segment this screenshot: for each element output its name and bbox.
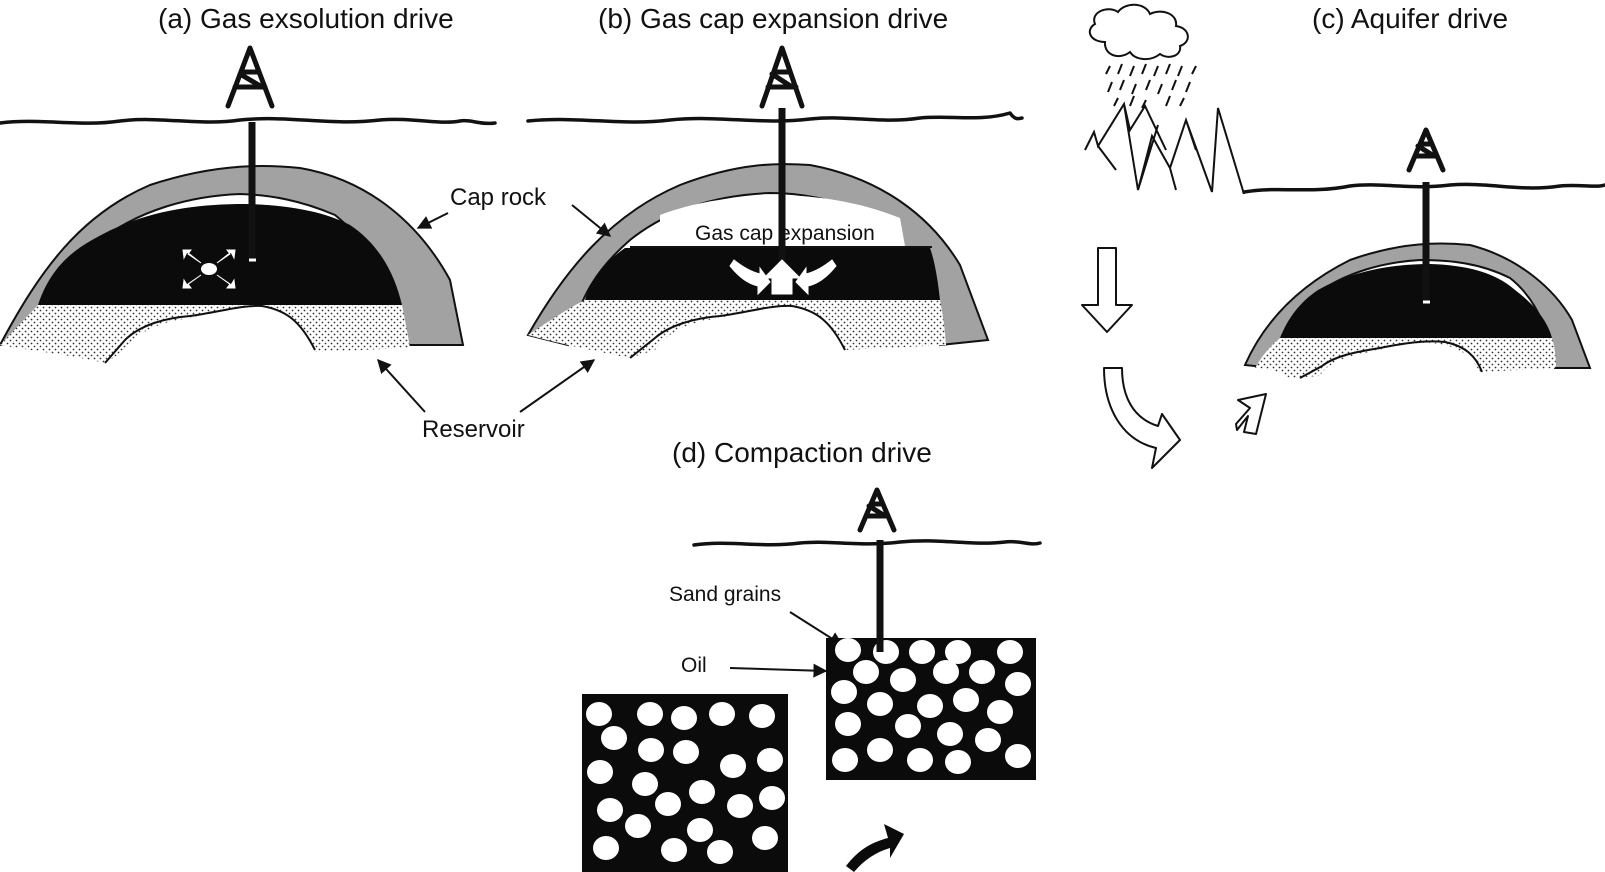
oil-zone-a: [38, 204, 402, 305]
panel-c: (c) Aquifer drive: [1081, 3, 1605, 469]
oil-callout: Oil: [681, 654, 828, 678]
derrick-icon: [857, 487, 897, 533]
gas-bubble-arrows-icon: [182, 249, 236, 289]
oil-label: Oil: [681, 654, 707, 677]
reservoir-label: Reservoir: [422, 416, 525, 443]
reservoir-b: [528, 300, 946, 358]
curved-arrow-icon: [846, 824, 904, 872]
panel-c-title: (c) Aquifer drive: [1312, 3, 1508, 34]
derrick-icon: [225, 45, 275, 109]
panel-d-title: (d) Compaction drive: [672, 437, 932, 468]
uncompacted-block: [582, 694, 788, 872]
reservoir-a: [0, 305, 410, 363]
sand-grains-callout: Sand grains: [669, 583, 844, 646]
ground-surface-b: [526, 111, 1024, 124]
mountain-icon: [1084, 101, 1245, 195]
panel-d: (d) Compaction drive Sand grains Oil: [582, 437, 1042, 872]
curved-arrow-icon: [1103, 367, 1181, 469]
panel-b: (b) Gas cap expansion drive Gas cap expa…: [526, 3, 1024, 359]
hollow-arrow-icon: [1081, 247, 1133, 333]
hollow-arrow-icon: [1235, 393, 1267, 435]
gas-cap-arrows-icon: [729, 259, 837, 296]
panel-a: (a) Gas exsolution drive: [0, 3, 497, 364]
ground-surface-d: [692, 539, 1042, 547]
rain-cloud-icon: [1088, 3, 1197, 109]
sand-grains-label: Sand grains: [669, 583, 781, 606]
derrick-icon: [1406, 127, 1446, 173]
compacted-block: [826, 638, 1036, 780]
oil-zone-c: [1280, 264, 1552, 338]
panel-b-title: (b) Gas cap expansion drive: [598, 3, 948, 34]
ground-surface-c: [1242, 182, 1605, 194]
reservoir-callout: Reservoir: [377, 358, 596, 443]
derrick-icon: [759, 45, 805, 109]
ground-surface-a: [0, 116, 497, 126]
cap-rock-label: Cap rock: [450, 184, 547, 211]
cap-rock-callout: Cap rock: [416, 184, 612, 237]
panel-a-title: (a) Gas exsolution drive: [158, 3, 454, 34]
